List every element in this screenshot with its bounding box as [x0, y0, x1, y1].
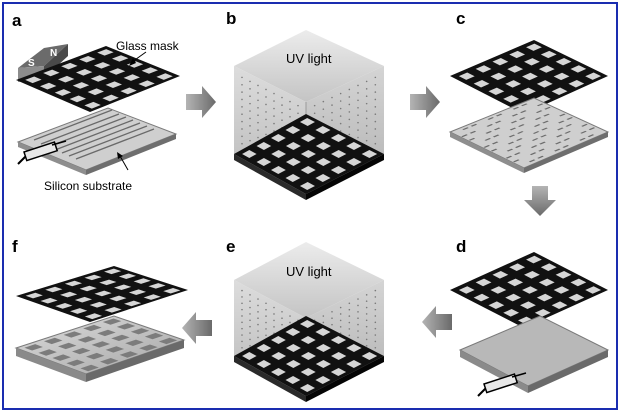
mask-holes-b: [242, 118, 378, 190]
panel-b: b UV light: [226, 9, 384, 200]
arrow-b-to-c: [410, 86, 440, 118]
panel-f: f: [12, 237, 188, 382]
panel-letter-c: c: [456, 9, 465, 28]
panel-a: a S N: [12, 11, 180, 193]
panel-letter-d: d: [456, 237, 466, 256]
panel-d: d: [450, 237, 610, 397]
arrow-d-to-e: [422, 306, 452, 338]
magnet-pole-s: S: [28, 58, 35, 69]
aligned-segments-c: [461, 103, 596, 163]
panel-letter-a: a: [12, 11, 22, 30]
mask-holes-e: [242, 320, 378, 392]
panel-c: c: [448, 9, 610, 173]
glass-mask-d: [450, 252, 608, 328]
uv-cube-e: [234, 242, 384, 402]
arrow-a-to-b: [186, 86, 216, 118]
mask-holes-a: [25, 49, 173, 109]
mask-holes-f: [25, 268, 181, 320]
uv-light-label-e: UV light: [286, 264, 332, 279]
syringe-icon-a: [17, 140, 67, 165]
panel-e: e UV light: [226, 237, 384, 402]
patterned-substrate-c: [448, 97, 610, 173]
mask-holes-d: [458, 255, 602, 325]
fabrication-diagram: a S N: [12, 9, 610, 402]
label-silicon-substrate: Silicon substrate: [44, 179, 132, 193]
panel-letter-b: b: [226, 9, 236, 28]
raised-posts-f: [24, 318, 178, 372]
leader-silicon-substrate: [119, 155, 129, 171]
silicon-substrate-a: [16, 107, 178, 175]
panel-letter-f: f: [12, 237, 18, 256]
filled-substrate-d: [458, 315, 610, 393]
glass-mask-a: [16, 46, 180, 112]
arrow-e-to-f: [182, 312, 212, 344]
panel-letter-e: e: [226, 237, 235, 256]
membrane-substrate-f: [14, 315, 186, 382]
glass-mask-f: [16, 266, 188, 322]
uv-light-label-b: UV light: [286, 51, 332, 66]
arrow-c-to-d: [524, 186, 556, 216]
uv-cube-b: [234, 30, 384, 200]
syringe-icon-d: [477, 372, 527, 397]
magnet-pole-n: N: [50, 48, 57, 59]
label-glass-mask: Glass mask: [116, 39, 180, 53]
